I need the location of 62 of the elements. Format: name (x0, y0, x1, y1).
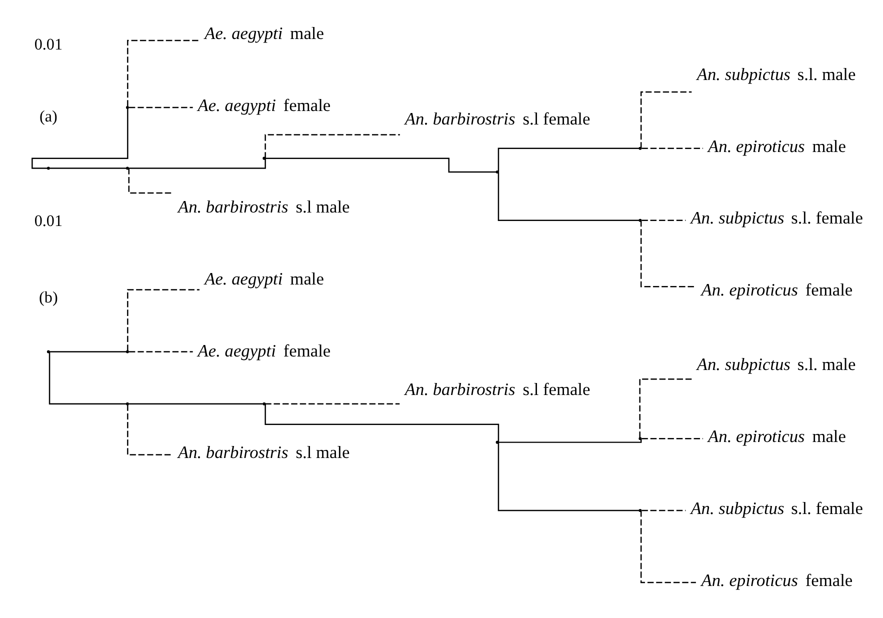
connector (127, 289, 200, 351)
node-text: An. subpictus s.l. female (690, 498, 863, 518)
node-text: Ae. aegypti female (198, 96, 331, 115)
connector (265, 403, 400, 404)
label: 0.01 (34, 212, 63, 230)
connector (498, 148, 640, 172)
label: (b) (39, 290, 58, 307)
node-point (126, 402, 129, 406)
node-text: Ae. aegypti male (204, 24, 324, 43)
connector (642, 148, 703, 150)
connector (640, 220, 696, 288)
connector (639, 378, 692, 438)
node-text: An. barbirostris s.l female (404, 109, 590, 128)
node-text: An. barbirostris s.l male (178, 198, 350, 217)
node-text: An. epiroticus male (708, 136, 846, 156)
node-point (262, 156, 266, 160)
node-point (638, 437, 642, 440)
connector (50, 351, 126, 352)
label: 0.01 (34, 36, 63, 54)
connector (642, 510, 686, 512)
connector (498, 438, 642, 443)
node-text: An. subpictus s.l. female (690, 208, 863, 228)
connector (129, 403, 263, 404)
connector (498, 172, 640, 221)
connector (640, 91, 692, 148)
node-text: An. barbirostris s.l male (178, 443, 350, 462)
connector (48, 352, 126, 404)
node-point (46, 350, 50, 354)
node-text: An. subpictus s.l. male (696, 64, 856, 84)
node-point (496, 440, 499, 444)
node-text: An. epiroticus male (708, 426, 846, 446)
connector (640, 510, 696, 584)
label: (a) (40, 108, 58, 126)
connector (129, 106, 193, 108)
node-point (126, 166, 129, 170)
connector (642, 438, 703, 440)
connector (127, 40, 200, 106)
connector (129, 158, 266, 169)
connector (498, 442, 640, 512)
node-text: Ae. aegypti female (198, 341, 331, 360)
node-point (262, 402, 266, 406)
node-text: An. barbirostris s.l female (404, 380, 590, 399)
node-text: An. subpictus s.l. male (696, 355, 856, 374)
connector (128, 168, 173, 194)
node-point (638, 218, 642, 222)
connector (264, 134, 400, 158)
node-point (126, 350, 129, 354)
connector (264, 404, 500, 442)
node-point (496, 170, 499, 174)
connector (642, 220, 686, 221)
connector (32, 108, 128, 169)
node-point (126, 106, 129, 109)
connector (50, 168, 126, 169)
node-text: An. epiroticus female (701, 570, 853, 590)
node-point (638, 146, 642, 150)
connector (265, 158, 496, 173)
connector (129, 351, 193, 352)
node-text: An. epiroticus female (701, 280, 853, 300)
connector (127, 404, 173, 456)
node-text: Ae. aegypti male (204, 269, 324, 288)
node-point (638, 509, 642, 512)
node-point (46, 166, 50, 170)
